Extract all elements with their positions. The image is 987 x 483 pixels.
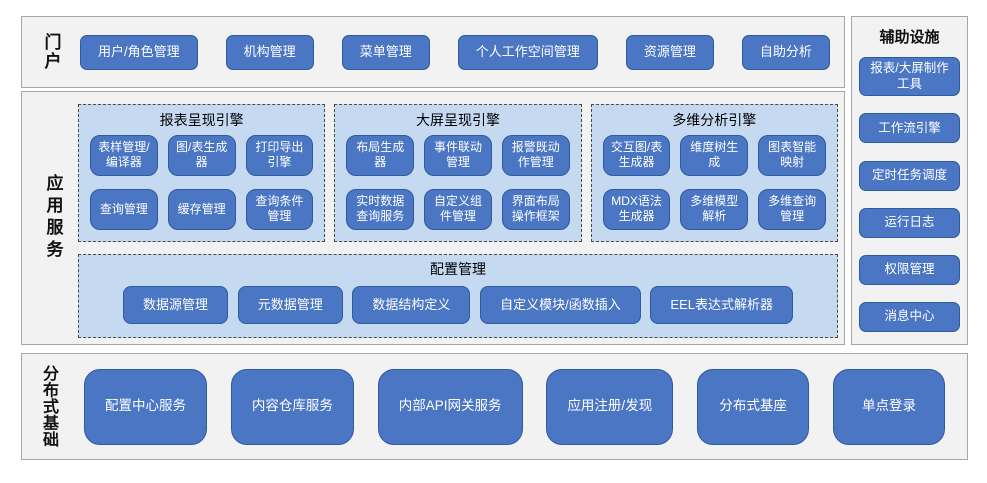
config-button[interactable]: 自定义模块/函数插入	[480, 286, 641, 325]
portal-button[interactable]: 个人工作空间管理	[457, 34, 598, 70]
portal-button[interactable]: 用户/角色管理	[80, 34, 198, 70]
engine-buttons: 表样管理/编译器图/表生成器打印导出引擎查询管理缓存管理查询条件管理	[90, 135, 314, 230]
engine-button[interactable]: 图/表生成器	[167, 135, 236, 176]
engine-buttons: 交互图/表生成器维度树生成图表智能映射 MDX语法生成器多维模型解析多维查询管理	[602, 135, 826, 230]
engine-title: 大屏呈现引擎	[415, 112, 500, 128]
distributed-section: 分布式基础 配置中心服务内容仓库服务内部API网关服务应用注册/发现分布式基座单…	[21, 353, 968, 460]
config-button[interactable]: 数据源管理	[123, 286, 229, 325]
auxiliary-button[interactable]: 工作流引擎	[859, 113, 960, 144]
engine-button[interactable]: 图表智能映射	[758, 135, 826, 176]
engine-box-olap: 多维分析引擎 交互图/表生成器维度树生成图表智能映射 MDX语法生成器多维模型解析…	[590, 104, 838, 242]
engine-button[interactable]: 交互图/表生成器	[602, 135, 671, 176]
distributed-button[interactable]: 内部API网关服务	[377, 368, 523, 445]
engine-button[interactable]: 查询管理	[90, 188, 158, 230]
distributed-button[interactable]: 单点登录	[832, 368, 945, 445]
auxiliary-button[interactable]: 运行日志	[859, 207, 960, 238]
engine-button[interactable]: 报警既动作管理	[501, 135, 570, 176]
config-button[interactable]: 元数据管理	[237, 286, 343, 325]
distributed-button[interactable]: 内容仓库服务	[230, 368, 354, 445]
app-services-label: 应用服务	[43, 174, 63, 262]
engine-button[interactable]: 多维查询管理	[758, 188, 826, 230]
portal-button[interactable]: 资源管理	[625, 34, 714, 70]
engine-button[interactable]: 打印导出引擎	[245, 135, 314, 176]
app-services-section: 应用服务 报表呈现引擎 表样管理/编译器图/表生成器打印导出引擎查询管理缓存管理…	[21, 91, 845, 345]
engine-button[interactable]: 查询条件管理	[245, 188, 314, 230]
portal-button[interactable]: 菜单管理	[341, 34, 430, 70]
portal-button[interactable]: 机构管理	[225, 34, 314, 70]
auxiliary-button[interactable]: 权限管理	[859, 254, 960, 285]
distributed-label: 分布式基础	[40, 365, 57, 448]
distributed-button[interactable]: 分布式基座	[697, 368, 810, 445]
engine-button[interactable]: 实时数据查询服务	[346, 188, 415, 230]
auxiliary-button[interactable]: 定时任务调度	[859, 160, 960, 191]
config-button[interactable]: 数据结构定义	[352, 286, 471, 325]
portal-buttons: 用户/角色管理机构管理菜单管理个人工作空间管理资源管理自助分析	[80, 34, 830, 70]
auxiliary-button[interactable]: 报表/大屏制作工具	[859, 57, 960, 97]
engine-button[interactable]: 维度树生成	[680, 135, 749, 176]
engine-button[interactable]: 界面布局操作框架	[501, 188, 570, 230]
auxiliary-label: 辅助设施	[879, 29, 940, 46]
engine-button[interactable]: 表样管理/编译器	[90, 135, 158, 176]
distributed-button[interactable]: 配置中心服务	[84, 368, 207, 445]
auxiliary-section: 辅助设施 报表/大屏制作工具工作流引擎定时任务调度运行日志权限管理消息中心	[851, 16, 968, 345]
engine-boxes: 报表呈现引擎 表样管理/编译器图/表生成器打印导出引擎查询管理缓存管理查询条件管…	[78, 104, 838, 242]
engine-button[interactable]: 事件联动管理	[424, 135, 492, 176]
engine-button[interactable]: 缓存管理	[167, 188, 236, 230]
auxiliary-button[interactable]: 消息中心	[859, 301, 960, 332]
engine-title: 多维分析引擎	[672, 112, 757, 128]
engine-box-report: 报表呈现引擎 表样管理/编译器图/表生成器打印导出引擎查询管理缓存管理查询条件管…	[78, 104, 326, 242]
engine-title: 报表呈现引擎	[159, 112, 244, 128]
engine-button[interactable]: 多维模型解析	[680, 188, 749, 230]
config-title: 配置管理	[430, 260, 486, 277]
distributed-buttons: 配置中心服务内容仓库服务内部API网关服务应用注册/发现分布式基座单点登录	[84, 368, 945, 445]
config-button[interactable]: EEL表达式解析器	[650, 286, 793, 325]
portal-button[interactable]: 自助分析	[741, 34, 830, 70]
engine-button[interactable]: 自定义组件管理	[424, 188, 492, 230]
auxiliary-buttons: 报表/大屏制作工具工作流引擎定时任务调度运行日志权限管理消息中心	[852, 53, 967, 332]
app-services-content: 报表呈现引擎 表样管理/编译器图/表生成器打印导出引擎查询管理缓存管理查询条件管…	[74, 92, 838, 344]
portal-label: 门户	[41, 33, 61, 71]
engine-buttons: 布局生成器事件联动管理报警既动作管理实时数据查询服务自定义组件管理界面布局操作框…	[346, 135, 570, 230]
distributed-button[interactable]: 应用注册/发现	[546, 368, 674, 445]
engine-button[interactable]: 布局生成器	[346, 135, 415, 176]
portal-section: 门户 用户/角色管理机构管理菜单管理个人工作空间管理资源管理自助分析	[21, 16, 845, 88]
engine-box-bigscreen: 大屏呈现引擎 布局生成器事件联动管理报警既动作管理实时数据查询服务自定义组件管理…	[334, 104, 582, 242]
engine-button[interactable]: MDX语法生成器	[602, 188, 671, 230]
